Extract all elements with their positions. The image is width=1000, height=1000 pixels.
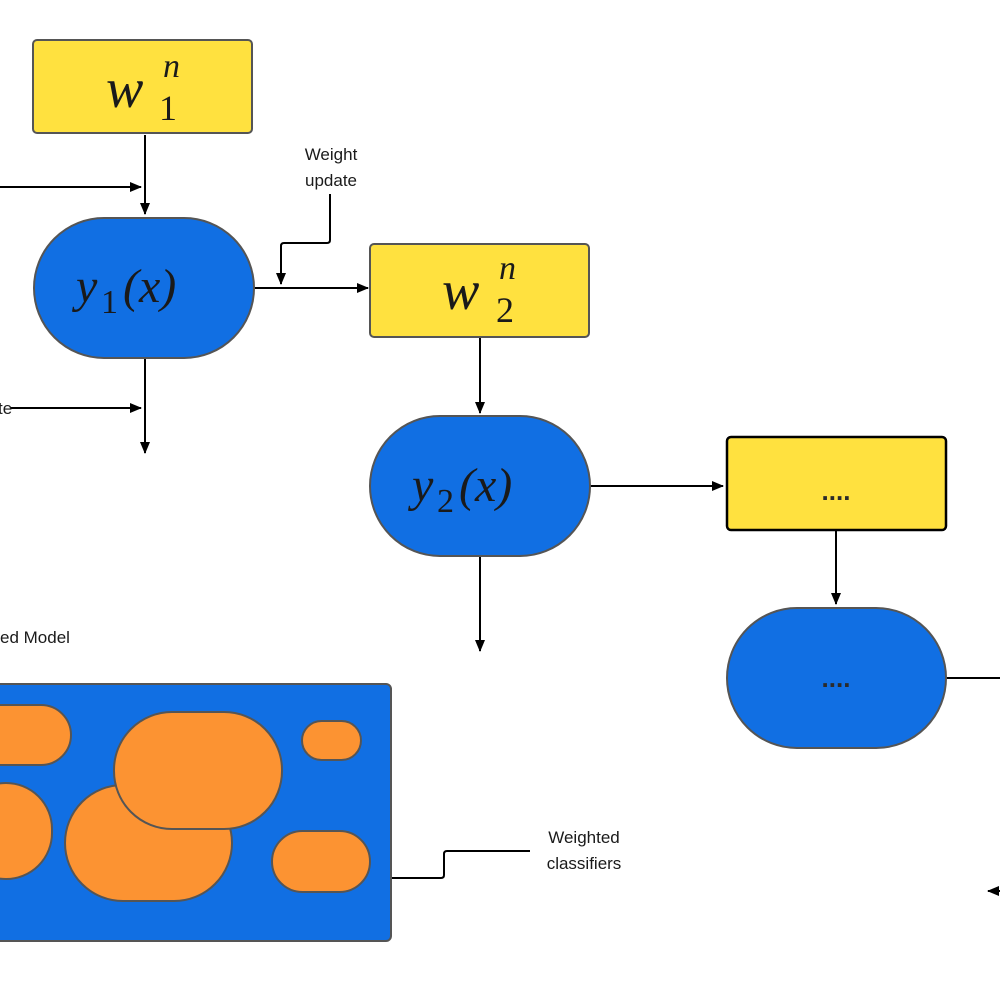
arrow-weighted-classifiers [371, 850, 530, 883]
weight-subscript: 2 [496, 290, 514, 330]
weight-box-2: w n 2 [369, 243, 590, 338]
connectors [0, 135, 1000, 896]
weighted-classifier-6 [271, 830, 371, 893]
classifier-2: y 2 (x) [369, 415, 591, 557]
classifier-1: y 1 (x) [33, 217, 255, 359]
combined-model [0, 683, 392, 942]
classifier-arg: (x) [123, 260, 176, 313]
weight-placeholder: .... [822, 476, 851, 506]
weight-update-label-line1: Weight [305, 145, 358, 164]
weight-symbol: w [442, 260, 479, 322]
classifier-subscript: 1 [101, 284, 118, 321]
weighted-classifiers-label-line1: Weighted [548, 828, 620, 847]
classifier-3: .... [726, 607, 947, 749]
weight-symbol: w [106, 58, 143, 120]
left-partial-label: te [0, 399, 12, 418]
weighted-classifier-4 [113, 711, 283, 830]
classifier-subscript: 2 [437, 483, 454, 520]
classifier-arg: (x) [459, 459, 512, 512]
classifier-func: y [407, 459, 434, 512]
weight-box-3: .... [725, 435, 948, 532]
weight-subscript: 1 [159, 88, 177, 128]
weight-update-label-line2: update [305, 171, 357, 190]
classifier-func: y [71, 260, 98, 313]
weight-box-1: w n 1 [32, 39, 253, 134]
classifier-placeholder: .... [822, 663, 851, 693]
weight-superscript: n [499, 250, 516, 287]
combined-model-label: ed Model [0, 628, 70, 647]
weighted-classifier-1 [0, 704, 72, 766]
weight-superscript: n [163, 48, 180, 85]
weighted-classifier-5 [301, 720, 362, 761]
arrow-weight-update [276, 194, 331, 285]
weighted-classifier-2 [0, 782, 53, 880]
weighted-classifier-shapes [0, 704, 371, 902]
weighted-classifiers-label-line2: classifiers [547, 854, 622, 873]
